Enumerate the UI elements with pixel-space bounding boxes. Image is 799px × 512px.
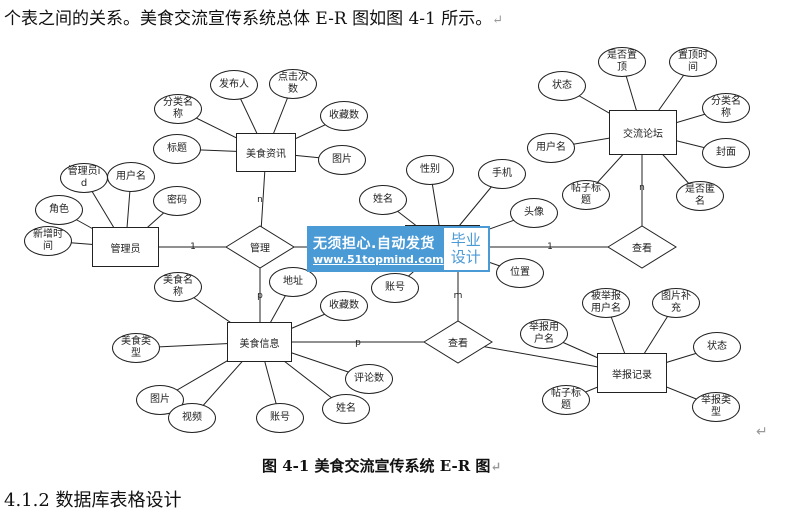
attribute-ellipse: 置顶时间 — [669, 47, 717, 77]
attribute-ellipse: 密码 — [153, 186, 201, 216]
attribute-ellipse: 帖子标题 — [562, 180, 610, 210]
attribute-ellipse: 图片 — [318, 145, 366, 175]
intro-paragraph: 个表之间的关系。美食交流宣传系统总体 E-R 图如图 4-1 所示。↵ — [4, 4, 503, 29]
cardinality-label: n — [639, 183, 645, 193]
attribute-ellipse: 角色 — [35, 195, 83, 225]
attribute-ellipse: 封面 — [702, 138, 750, 168]
entity-forum: 交流论坛 — [609, 110, 677, 155]
attribute-ellipse: 标题 — [153, 134, 201, 164]
watermark: 无须担心.自动发货 www.51topmind.com 毕业设计 — [307, 226, 490, 272]
attribute-ellipse: 举报用户名 — [520, 319, 568, 349]
attribute-ellipse: 位置 — [496, 258, 544, 288]
cardinality-label: 1 — [190, 242, 196, 252]
attribute-ellipse: 图片补充 — [652, 288, 700, 318]
watermark-line1: 无须担心.自动发货 — [313, 235, 435, 252]
paragraph-mark: ↵ — [756, 424, 768, 440]
attribute-ellipse: 举报类型 — [692, 392, 740, 422]
attribute-ellipse: 发布人 — [210, 70, 258, 100]
attribute-ellipse: 头像 — [510, 198, 558, 228]
cardinality-label: p — [355, 338, 361, 348]
attribute-ellipse: 状态 — [538, 71, 586, 101]
attribute-ellipse: 被举报用户名 — [582, 288, 630, 318]
attribute-ellipse: 管理员id — [60, 163, 108, 193]
attribute-ellipse: 评论数 — [345, 364, 393, 394]
attribute-ellipse: 是否匿名 — [676, 181, 724, 211]
intro-text: 个表之间的关系。美食交流宣传系统总体 E-R 图如图 4-1 所示。 — [4, 9, 493, 29]
attribute-ellipse: 帖子标题 — [542, 385, 590, 415]
cardinality-label: m — [453, 291, 463, 301]
attribute-ellipse: 新增时间 — [24, 226, 72, 256]
attribute-ellipse: 点击次数 — [269, 69, 317, 99]
entity-admin: 管理员 — [92, 227, 159, 267]
figure-caption: 图 4-1 美食交流宣传系统 E-R 图↵ — [262, 455, 501, 476]
attribute-ellipse: 性别 — [406, 155, 454, 185]
relationship-label-view_food: 查看 — [448, 338, 468, 350]
entity-report: 举报记录 — [597, 353, 667, 393]
relationship-label-view_forum: 查看 — [632, 243, 652, 255]
attribute-ellipse: 是否置顶 — [598, 47, 646, 77]
relationship-diamond-manage — [225, 225, 295, 269]
relationship-diamond-view_food — [423, 320, 493, 364]
section-heading: 4.1.2 数据库表格设计 — [4, 490, 182, 511]
watermark-url: www.51topmind.com — [313, 252, 444, 266]
cardinality-label: 1 — [547, 242, 553, 252]
attribute-ellipse: 用户名 — [107, 162, 155, 192]
entity-food-news: 美食资讯 — [236, 133, 296, 172]
cardinality-label: n — [257, 195, 263, 205]
attribute-ellipse: 收藏数 — [320, 101, 368, 131]
watermark-text: 无须担心.自动发货 www.51topmind.com — [309, 228, 444, 270]
entity-food-info: 美食信息 — [227, 322, 292, 362]
attribute-ellipse: 美食类型 — [112, 333, 160, 363]
attribute-ellipse: 账号 — [371, 273, 419, 303]
attribute-ellipse: 分类名称 — [154, 94, 202, 124]
watermark-badge: 毕业设计 — [443, 228, 488, 270]
relationship-label-manage: 管理 — [250, 243, 270, 255]
paragraph-mark: ↵ — [492, 13, 504, 28]
attribute-ellipse: 用户名 — [527, 133, 575, 163]
paragraph-mark: ↵ — [490, 460, 502, 475]
attribute-ellipse: 姓名 — [322, 394, 370, 424]
er-diagram: 管理查看查看美食资讯管理员交流论坛美食信息举报记录发布人点击次数分类名称收藏数标… — [24, 47, 750, 433]
relationship-diamond-view_forum — [607, 225, 677, 269]
attribute-ellipse: 视频 — [168, 403, 216, 433]
attribute-ellipse: 地址 — [269, 267, 317, 297]
attribute-ellipse: 收藏数 — [320, 291, 368, 321]
attribute-ellipse: 分类名称 — [702, 93, 750, 123]
attribute-ellipse: 账号 — [256, 403, 304, 433]
attribute-ellipse: 手机 — [478, 159, 526, 189]
attribute-ellipse: 状态 — [693, 332, 741, 362]
caption-text: 图 4-1 美食交流宣传系统 E-R 图 — [262, 457, 491, 475]
attribute-ellipse: 美食名称 — [154, 272, 202, 302]
cardinality-label: p — [257, 291, 263, 301]
attribute-ellipse: 姓名 — [359, 185, 407, 215]
